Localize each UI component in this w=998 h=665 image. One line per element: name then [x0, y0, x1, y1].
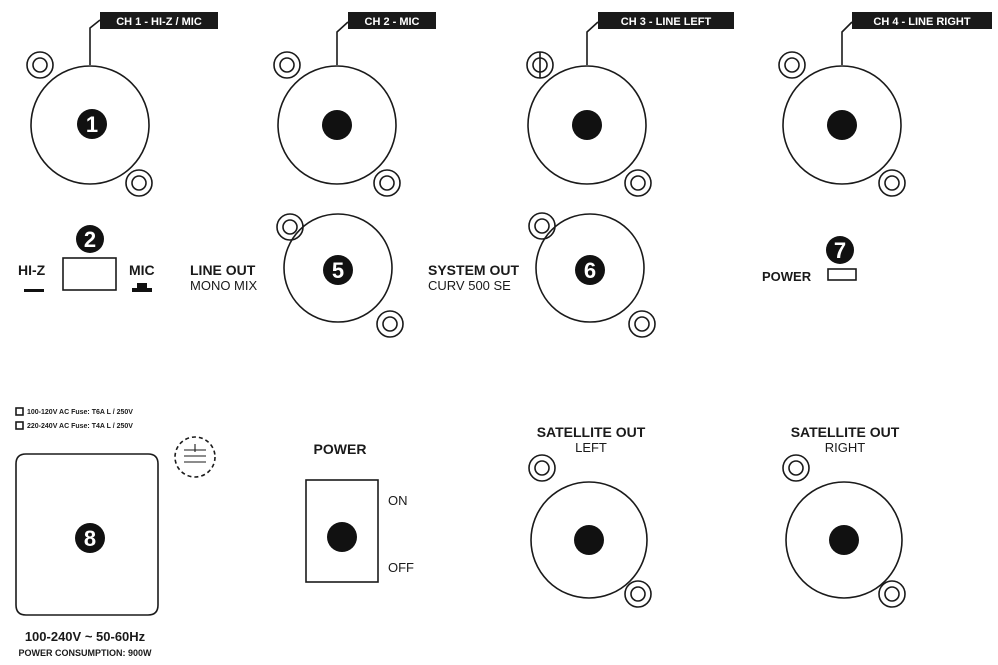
ch2-jack-center [322, 110, 352, 140]
satellite-left-jack-center [574, 525, 604, 555]
ch3-tag-bg [598, 12, 734, 29]
badge-5 [323, 255, 353, 285]
power-consumption-label: POWER CONSUMPTION: 900W [18, 648, 152, 658]
fuse-holder [174, 436, 216, 478]
ch1-tag-bg [100, 12, 218, 29]
satellite-out-right-jack[interactable] [782, 454, 906, 608]
power-led [827, 268, 857, 281]
power-switch-off-label: OFF [388, 560, 414, 575]
badge-2 [76, 225, 104, 253]
badge-6-number: 6 [584, 258, 596, 283]
power-led-label: POWER [762, 269, 812, 284]
fuse-text-120v: 100-120V AC Fuse: T6A L / 250V [27, 409, 133, 416]
fuse-checkbox-240v [15, 421, 24, 430]
channel-tags: CH 1 - HI-Z / MIC CH 2 - MIC CH 3 - LINE… [100, 12, 992, 29]
badge-6 [575, 255, 605, 285]
ch2-tag: CH 2 - MIC [365, 16, 420, 28]
power-switch-on-label: ON [388, 493, 408, 508]
ch2-input-jack[interactable] [273, 21, 401, 197]
ch4-tag-bg [852, 12, 992, 29]
mic-switch-glyph-knob [137, 283, 147, 289]
system-out-title: SYSTEM OUT [428, 262, 519, 278]
badge-7-number: 7 [834, 238, 846, 263]
satellite-left-title: SATELLITE OUT [537, 424, 646, 440]
ch4-tag: CH 4 - LINE RIGHT [873, 16, 970, 28]
ch4-input-jack[interactable] [778, 21, 906, 197]
power-switch[interactable] [305, 479, 379, 583]
line-out-title: LINE OUT [190, 262, 256, 278]
mains-voltage-label: 100-240V ~ 50-60Hz [25, 629, 146, 644]
mic-label: MIC [129, 262, 155, 278]
badge-8 [75, 523, 105, 553]
satellite-right-title: SATELLITE OUT [791, 424, 900, 440]
ch4-jack-center [827, 110, 857, 140]
hiz-label: HI-Z [18, 262, 46, 278]
system-out-subtitle: CURV 500 SE [428, 278, 511, 293]
badge-1-number: 1 [86, 112, 98, 137]
line-out-jack[interactable] [276, 213, 404, 338]
badge-8-number: 8 [84, 526, 96, 551]
mains-inlet[interactable] [15, 453, 159, 616]
hiz-switch-glyph [24, 289, 44, 292]
ch3-input-jack[interactable] [526, 21, 652, 197]
badge-1 [77, 109, 107, 139]
fuse-text-240v: 220-240V AC Fuse: T4A L / 250V [27, 423, 133, 430]
hiz-mic-switch[interactable] [62, 257, 117, 291]
power-switch-title: POWER [314, 441, 367, 457]
ch2-tag-bg [348, 12, 436, 29]
ch3-tag: CH 3 - LINE LEFT [621, 16, 712, 28]
satellite-out-left-jack[interactable] [528, 454, 652, 608]
fuse-checkbox-120v [15, 407, 24, 416]
badge-7 [826, 236, 854, 264]
badge-2-number: 2 [84, 227, 96, 252]
system-out-jack[interactable] [528, 212, 656, 338]
ch1-tag: CH 1 - HI-Z / MIC [116, 16, 202, 28]
satellite-right-subtitle: RIGHT [825, 440, 866, 455]
satellite-left-subtitle: LEFT [575, 440, 607, 455]
ch1-input-jack[interactable] [26, 19, 153, 197]
ch3-jack-center [572, 110, 602, 140]
badge-5-number: 5 [332, 258, 344, 283]
mic-switch-glyph [132, 288, 152, 292]
satellite-right-jack-center [829, 525, 859, 555]
power-switch-rocker [327, 522, 357, 552]
line-out-subtitle: MONO MIX [190, 278, 257, 293]
